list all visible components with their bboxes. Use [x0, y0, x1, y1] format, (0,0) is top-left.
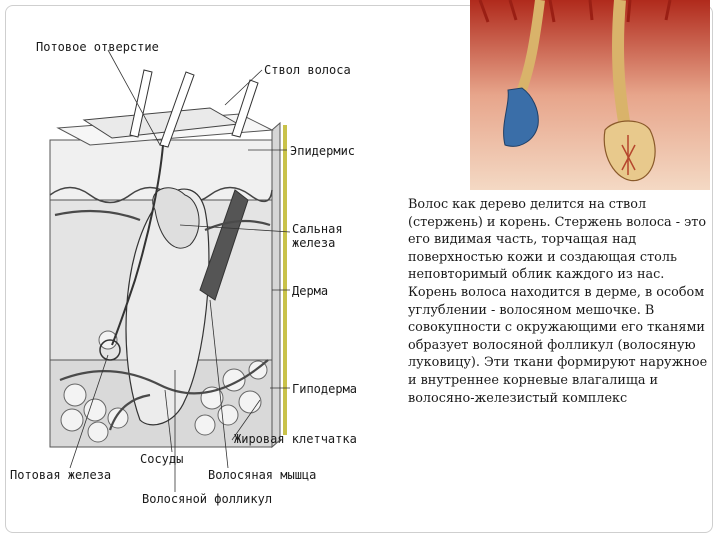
hair-shaft-left: [515, 0, 545, 97]
label-hair-follicle: Волосяной фолликул: [142, 492, 273, 506]
hair-follicle: [125, 188, 210, 426]
hair-bulb-cut: [603, 120, 656, 182]
label-vessels: Сосуды: [140, 452, 184, 466]
label-fat-tissue: Жировая клетчатка: [234, 432, 357, 446]
layer-scale-bar: [283, 125, 287, 435]
block-side-face: [271, 121, 281, 449]
label-sweat-gland: Потовая железа: [10, 468, 112, 482]
sweat-duct: [111, 144, 164, 346]
hair-shafts: [129, 69, 259, 148]
hair-bulb-blue: [503, 87, 539, 147]
label-sweat-pore: Потовое отверстие: [36, 40, 159, 54]
papilla-vessels: [621, 135, 636, 175]
skin-tissue-background: [470, 0, 710, 190]
label-hair-muscle: Волосяная мышца: [208, 468, 317, 482]
sweat-gland-coil: [99, 339, 121, 361]
fat-cells: [60, 330, 268, 443]
blood-vessels: [54, 209, 271, 431]
leader-lines: [69, 49, 291, 492]
sebaceous-gland: [152, 187, 200, 249]
label-dermis: Дерма: [292, 284, 329, 298]
hair-root-illustration: [470, 0, 710, 190]
description-text: Волос как дерево делится на ствол (стерж…: [408, 197, 708, 406]
label-hair-shaft: Ствол волоса: [264, 63, 351, 77]
skin-cross-section-diagram: [49, 49, 291, 492]
skin-surface-folds: [478, 0, 672, 23]
label-hypodermis: Гиподерма: [292, 382, 358, 396]
label-sebaceous-gland: Сальная железа: [292, 222, 343, 250]
label-epidermis: Эпидермис: [290, 144, 356, 158]
slide-frame: [5, 5, 713, 533]
